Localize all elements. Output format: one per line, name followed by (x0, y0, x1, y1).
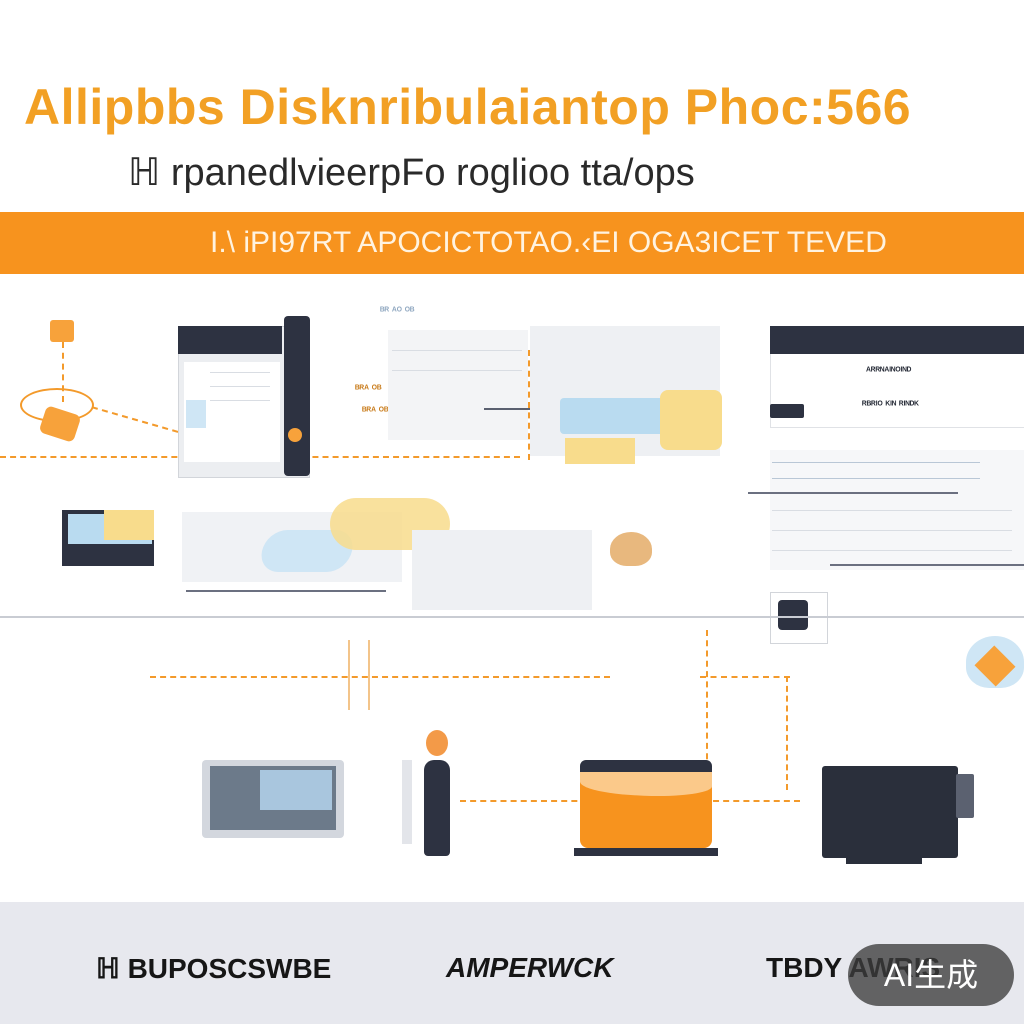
window-side-toolbar (284, 316, 310, 476)
page-subtitle: ℍ rpanedlvieerpFo roglioo tta/ops (128, 152, 695, 194)
kiosk-stand (402, 760, 412, 844)
table-row-line-dark (830, 564, 1024, 566)
content-line (210, 386, 270, 387)
footer-logo-left: ℍ BUPOSCSWBE (96, 953, 332, 984)
right-panel-heading: ᴬᴿᴿᴺᴬᴵᴺᴼᴵᴺᴰ (866, 366, 912, 377)
connector-vertical (786, 676, 788, 790)
tablet-highlight (104, 510, 154, 540)
connector-curve (91, 406, 189, 436)
person-head (426, 730, 448, 756)
connector-post (348, 640, 370, 710)
document-card (388, 330, 528, 440)
mascot-icon (610, 532, 652, 566)
doc-line (392, 350, 522, 351)
yellow-data-block (660, 390, 722, 450)
orange-node-icon (50, 320, 74, 342)
connector-vertical (528, 350, 530, 460)
horizontal-line-dark (186, 590, 386, 592)
content-line (210, 372, 270, 373)
window-titlebar (178, 326, 282, 354)
connector-vertical (62, 342, 64, 402)
connector-horizontal (700, 676, 790, 678)
doc-line (392, 370, 522, 371)
doc-line-dark (484, 408, 564, 410)
ai-generated-watermark: AI生成 (848, 944, 1014, 1006)
right-panel-header (770, 326, 1024, 354)
content-line (210, 400, 270, 401)
banner-text: I.\ iPI97RT APOCICTOTAO.‹EI OGA3ICET TEV… (210, 226, 887, 259)
small-card-icon-mark (778, 600, 808, 630)
table-row-line (772, 462, 980, 463)
monitor-screen-window (260, 770, 332, 810)
table-row-line (772, 530, 1012, 531)
display-side-panel (956, 774, 974, 818)
page-title: Allipbbs Disknribulaiantop Phoc:566 (24, 79, 912, 135)
yellow-data-block (565, 438, 635, 464)
table-row-line (772, 478, 980, 479)
orange-label: ᴮᴿᴬ ᴼᴮ (355, 384, 382, 395)
small-label: ᴮᴿ ᴬᴼ ᴼᴮ (380, 306, 415, 317)
display-device (822, 766, 958, 858)
right-panel-subheading: ᴿᴮᴿᴵᴼ ᴷᴵᴺ ᴿᴵᴺᴰᴷ (862, 400, 919, 411)
window-thumbnail (186, 400, 206, 428)
orange-banner (0, 212, 1024, 274)
person-figure (424, 760, 450, 856)
connector-horizontal (150, 676, 610, 678)
display-stand (846, 858, 922, 864)
connector-vertical (706, 630, 708, 790)
orange-dot-icon (288, 428, 302, 442)
section-divider (0, 616, 1024, 618)
table-row-line-dark (748, 492, 958, 494)
server-top (580, 760, 712, 772)
server-base (574, 848, 718, 856)
footer-logo-center: AMPERWCK (446, 952, 614, 983)
table-row-line (772, 510, 1012, 511)
right-panel-badge (770, 404, 804, 418)
orange-label: ᴮᴿᴬ ᴼᴮ (362, 406, 389, 417)
table-row-line (772, 550, 1012, 551)
file-card (412, 530, 592, 610)
